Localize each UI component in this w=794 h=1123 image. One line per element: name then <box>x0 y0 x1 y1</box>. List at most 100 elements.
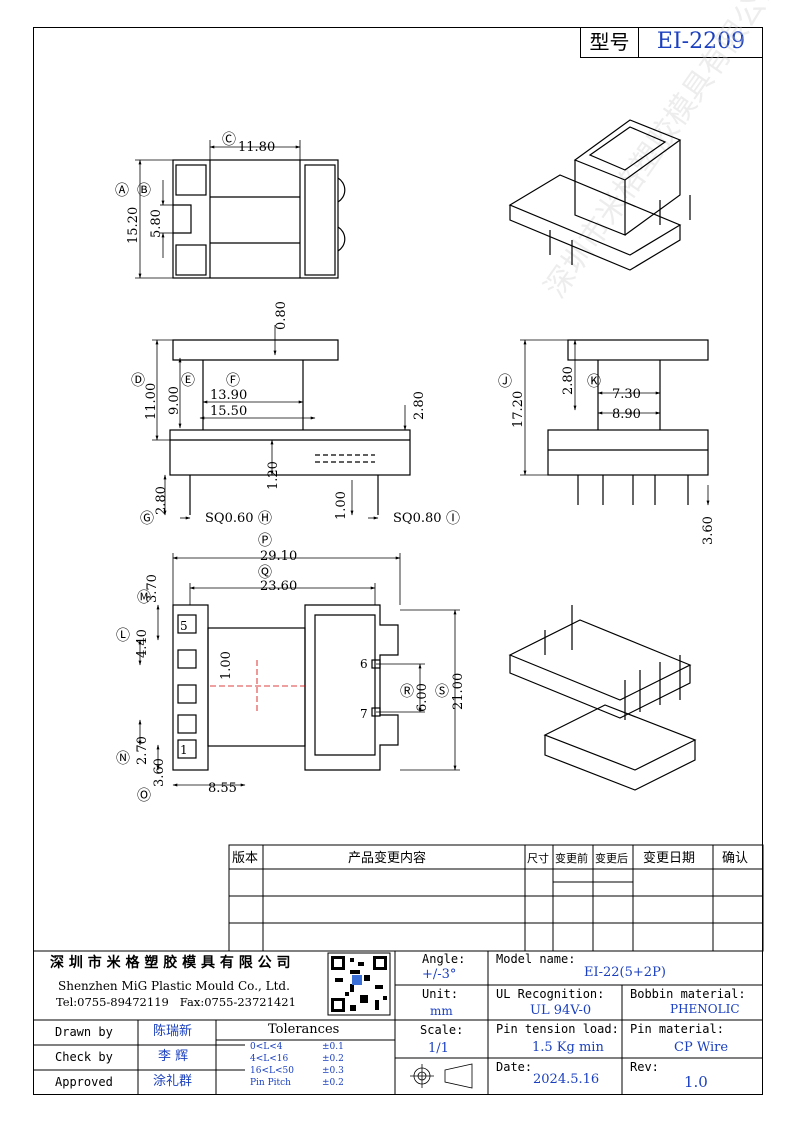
dim-e-height: 9.00 <box>167 386 182 415</box>
tol-range-2: 16<L<50 <box>250 1066 294 1076</box>
model-name-value: EI-22(5+2P) <box>584 965 666 980</box>
unit-value: mm <box>430 1004 453 1018</box>
dim-w-855: 8.55 <box>208 781 237 796</box>
ul-label: UL Recognition: <box>496 987 605 1001</box>
side-view <box>547 339 709 505</box>
scale-value: 1/1 <box>428 1041 449 1056</box>
pin-label-6: 6 <box>360 657 368 671</box>
drawn-label: Drawn by <box>55 1025 113 1039</box>
dim-mid-120: 1.20 <box>266 461 281 490</box>
dim-pin-100: 1.00 <box>334 491 349 520</box>
marker-m: Ⓜ <box>137 590 151 606</box>
tol-value-3: ±0.2 <box>322 1078 344 1088</box>
pin-label-5: 5 <box>180 619 188 633</box>
scale-label: Scale: <box>420 1023 464 1037</box>
dim-n-270: 2.70 <box>135 736 150 765</box>
pin-tension-value: 1.5 Kg min <box>532 1040 604 1055</box>
bobbin-label: Bobbin material: <box>630 987 746 1001</box>
rev-header-confirm: 确认 <box>722 851 748 866</box>
drawing-frame <box>33 27 763 1095</box>
pin-material-value: CP Wire <box>674 1040 729 1055</box>
company-en: Shenzhen MiG Plastic Mould Co., Ltd. <box>58 979 290 993</box>
title-block-grid <box>33 950 763 1095</box>
model-label: 型号 <box>581 27 639 57</box>
rev-header-size: 尺寸 <box>527 851 549 865</box>
marker-o: Ⓞ <box>137 788 151 804</box>
marker-k: Ⓚ <box>587 374 601 390</box>
date-label: Date: <box>496 1060 533 1074</box>
dim-d-height: 11.00 <box>144 383 159 420</box>
rev-header-after: 变更后 <box>595 851 628 865</box>
marker-h: Ⓗ <box>258 511 272 527</box>
check-label: Check by <box>55 1050 113 1064</box>
dim-s-2100: 21.00 <box>451 673 466 710</box>
check-value: 李 辉 <box>158 1049 189 1064</box>
pin-label-7: 7 <box>360 707 368 721</box>
side-view-dims <box>520 339 710 506</box>
tol-range-1: 4<L<16 <box>250 1054 289 1064</box>
marker-g: Ⓖ <box>140 511 154 527</box>
dim-q-width: 23.60 <box>260 579 297 594</box>
rev-header-version: 版本 <box>232 851 258 866</box>
dim-m-370: 3.70 <box>145 574 160 603</box>
bottom-view <box>172 604 399 771</box>
approved-value: 涂礼群 <box>153 1074 193 1089</box>
ul-value: UL 94V-0 <box>530 1003 592 1018</box>
marker-r: Ⓡ <box>400 684 414 700</box>
rev-label: Rev: <box>630 1060 659 1074</box>
marker-f: Ⓕ <box>226 373 240 389</box>
marker-a: Ⓐ <box>115 183 129 199</box>
angle-value: +/-3° <box>422 967 457 982</box>
marker-j: Ⓙ <box>498 374 512 390</box>
approved-label: Approved <box>55 1075 113 1089</box>
dim-pin-360: 3.60 <box>701 516 716 545</box>
rev-value: 1.0 <box>684 1073 708 1091</box>
tel-fax: Tel:0755-89472119 Fax:0755-23721421 <box>56 995 296 1009</box>
dim-f-inner: 13.90 <box>210 388 247 403</box>
iso-view-bottom <box>508 605 697 791</box>
top-view <box>172 159 346 279</box>
front-view <box>169 339 411 515</box>
bottom-view-centerline <box>210 660 305 712</box>
drawn-value: 陈瑞新 <box>153 1024 193 1039</box>
tol-value-1: ±0.2 <box>322 1054 344 1064</box>
marker-l: Ⓛ <box>116 628 130 644</box>
marker-b: Ⓑ <box>137 183 151 199</box>
rev-header-content: 产品变更内容 <box>348 850 426 866</box>
marker-e: Ⓔ <box>181 373 195 389</box>
tol-range-0: 0<L<4 <box>250 1042 283 1052</box>
marker-d: Ⓓ <box>131 373 145 389</box>
projection-symbol-icon <box>410 1063 473 1089</box>
iso-view-top <box>508 119 691 271</box>
revision-headers: 版本 产品变更内容 尺寸 变更前 变更后 变更日期 确认 <box>232 850 748 866</box>
pin-material-label: Pin material: <box>630 1022 724 1036</box>
dim-c-width: 11.80 <box>238 140 275 155</box>
top-view-dims <box>135 140 301 279</box>
front-view-dims <box>152 325 407 520</box>
dim-j-height: 17.20 <box>511 391 526 428</box>
rev-header-date: 变更日期 <box>643 850 695 866</box>
tol-value-2: ±0.3 <box>322 1066 344 1076</box>
rev-header-before: 变更前 <box>555 851 588 865</box>
angle-label: Angle: <box>422 952 466 966</box>
model-name-label: Model name: <box>496 952 576 966</box>
dim-f2-inner: 15.50 <box>210 404 247 419</box>
dim-o-360: 3.60 <box>152 758 167 787</box>
company-cn: 深 圳 市 米 格 塑 胶 模 具 有 限 公 司 <box>50 955 291 971</box>
dim-k-730: 7.30 <box>612 387 641 402</box>
dim-i-sq: SQ0.80 <box>393 511 442 526</box>
date-value: 2024.5.16 <box>533 1072 600 1087</box>
model-box: 型号 EI-2209 <box>580 27 763 58</box>
dim-g-280: 2.80 <box>154 486 169 515</box>
bottom-view-dims <box>138 553 460 787</box>
dim-r-600: 6.00 <box>415 683 430 712</box>
marker-n: Ⓝ <box>116 751 130 767</box>
unit-label: Unit: <box>422 987 459 1001</box>
dim-k-280: 2.80 <box>561 366 576 395</box>
dim-a-height: 15.20 <box>126 207 141 244</box>
revision-table <box>228 844 764 952</box>
marker-p: Ⓟ <box>258 533 272 549</box>
pin-label-1: 1 <box>180 743 188 757</box>
dim-b-slot: 5.80 <box>149 209 164 238</box>
